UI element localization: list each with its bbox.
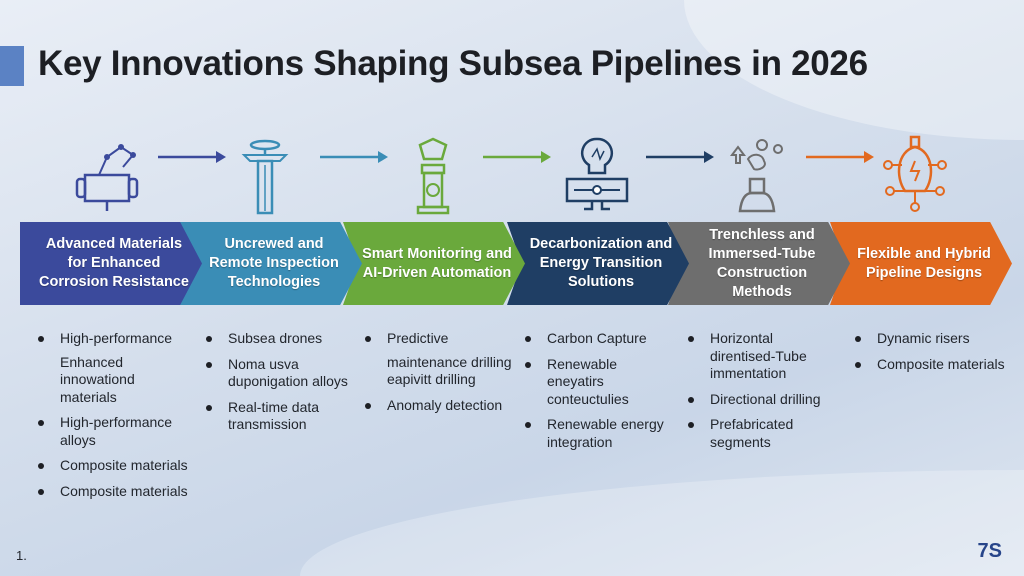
bullet-text: Carbon Capture [547,330,647,346]
bullet-text: Prefabricated segments [710,416,794,450]
bullet-item: Composite materials [855,356,1005,374]
bullet-text: Dynamic risers [877,330,970,346]
arrow-right-icon [646,151,714,163]
bullet-text: High-performance [60,330,173,346]
stage-chevron: Smart Monitoring and AI-Driven Automatio… [343,222,525,305]
bullet-dot [525,361,531,368]
bullet-item: Renewable energy integration [525,416,675,451]
bullet-dot [688,336,694,342]
bullet-text: Renewable eneyatirs conteuctulies [547,355,629,407]
bullet-text: High-performance alloys [60,414,173,448]
bullet-dot [206,361,212,368]
arrow-right-icon [158,151,226,163]
bullet-dot [688,396,694,403]
bullet-text: Anomaly detection [387,396,503,413]
bullet-item: Carbon Capture [525,330,675,348]
bullet-item: Noma usva duponigation alloys [206,356,356,391]
bullet-dot [206,336,212,342]
logo: 7S [977,540,1002,562]
stage-label: Advanced Materials for Enhanced Corrosio… [39,236,189,290]
stage-label: Flexible and Hybrid Pipeline Designs [857,245,991,281]
stage-chevron: Trenchless and Immersed-Tube Constructio… [668,222,850,305]
bullet-dot [525,336,531,342]
bullet-item: High-performance alloys [38,414,188,449]
bullet-dot [365,336,371,342]
bullet-text: Horizontal direntised-Tube immentation [710,330,807,381]
bullet-dot [855,336,861,342]
bullet-item: Horizontal direntised-Tube immentation [688,330,838,383]
hybrid-network-bulb-icon [883,135,947,212]
bullet-text: maintenance drilling eapivitt drilling [387,353,512,388]
title-accent-bar [0,46,24,86]
bullet-dot [365,402,371,409]
bullet-dot [38,488,44,495]
bullet-dot [855,361,861,368]
lightbulb-monitor-icon [565,137,629,211]
arrow-right-icon [806,151,874,163]
bullet-dot [206,404,212,411]
stage-chevron: Flexible and Hybrid Pipeline Designs [830,222,1012,305]
construction-icon [730,139,783,213]
stage-label: Decarbonization and Energy Transition So… [529,236,673,290]
bullet-text: Composite materials [60,482,188,499]
bullet-item: Subsea drones [206,330,356,348]
bullet-dot [38,463,44,469]
stage-chevron: Uncrewed and Remote Inspection Technolog… [180,222,362,305]
bullet-item: Composite materials [38,457,188,475]
bullet-item: maintenance drilling eapivitt drilling [365,354,515,389]
bullet-item: Real-time data transmission [206,399,356,434]
bullet-item: Anomaly detection [365,397,515,415]
bullet-item: High-performance [38,330,188,348]
arrow-right-icon [483,151,551,163]
bullet-text: Noma usva duponigation alloys [228,355,348,390]
arrow-right-icon [320,151,388,163]
bullet-item: Directional drilling [688,391,838,409]
page-number: 1. [16,548,27,563]
page-title: Key Innovations Shaping Subsea Pipelines… [38,44,868,83]
bullet-text: Real-time data transmission [228,398,320,433]
bullet-dot [38,420,44,426]
bullet-text: Predictive [387,330,449,346]
inspection-tower-icon [241,139,289,215]
stage-label: Smart Monitoring and AI-Driven Automatio… [362,245,512,281]
bullet-dot [38,336,44,342]
bullet-item: Predictive [365,330,515,348]
stage-label: Trenchless and Immersed-Tube Constructio… [708,226,816,300]
background-swoosh [300,470,1024,576]
bullet-text: Renewable energy integration [547,416,664,450]
bullet-item: Renewable eneyatirs conteuctulies [525,356,675,409]
stage-label: Uncrewed and Remote Inspection Technolog… [209,236,339,290]
bullet-text: Enhanced innowationd materials [60,353,135,405]
pipe-valve-icon [75,144,139,211]
bullet-item: Enhanced innowationd materials [38,354,188,407]
bullet-text: Subsea drones [228,330,323,346]
bullet-dot [525,422,531,428]
stage-bullet-list: Predictive maintenance drilling eapivitt … [365,330,515,422]
bullet-item: Dynamic risers [855,330,1005,348]
bullet-item: Composite materials [38,483,188,501]
bullet-item: Prefabricated segments [688,416,838,451]
stage-chevron: Decarbonization and Energy Transition So… [507,222,689,305]
bullet-text: Directional drilling [710,390,821,407]
bullet-text: Composite materials [60,457,188,473]
monitoring-pillar-icon [416,137,450,215]
bullet-dot [688,422,694,428]
bullet-text: Composite materials [877,355,1005,372]
stage-chevron: Advanced Materials for Enhanced Corrosio… [20,222,202,305]
